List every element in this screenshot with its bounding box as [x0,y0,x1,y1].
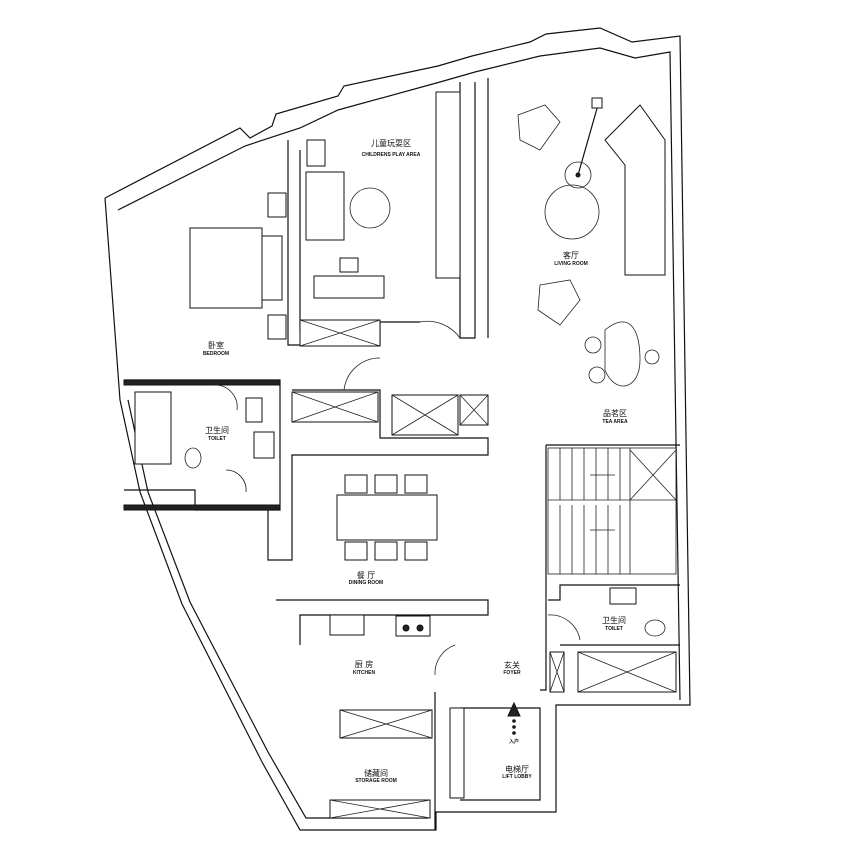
room-labels: 儿童玩耍区 CHILDRENS PLAY AREA 客厅 LIVING ROOM… [203,138,628,784]
room-label-zh: 卧室 [208,340,224,350]
tea-table [604,321,641,387]
coffee-table [544,184,600,240]
entrance-arrow: 入户 [507,701,521,745]
doors [214,320,581,676]
room-label-en: TOILET [208,436,226,442]
bed [189,227,263,309]
sink [329,614,365,636]
room-label-en: TEA AREA [602,419,628,425]
furniture [134,97,666,637]
room-label-zh: 电梯厅 [505,764,529,774]
dining-table [336,494,438,541]
room-label-zh: 餐 厅 [357,571,376,580]
room-label-zh: 厨 房 [355,659,374,669]
entrance-label: 入户 [509,738,519,745]
room-label-zh: 儿童玩耍区 [371,138,411,148]
room-label-en: LIVING ROOM [554,261,588,267]
outer-walls [104,27,691,831]
room-label-zh: 品茗区 [603,408,627,418]
bathtub [134,391,172,465]
room-label-zh: 储藏间 [364,768,388,778]
living-sofa [604,104,666,276]
room-label-en: TOILET [605,626,623,632]
room-label-zh: 玄关 [504,660,520,670]
room-label-en: KITCHEN [353,670,376,676]
sofa [305,171,345,241]
room-label-zh: 卫生间 [205,425,229,435]
cabinets [291,91,677,819]
room-label-en: BEDROOM [203,351,229,357]
piano [313,275,385,299]
room-label-zh: 卫生间 [602,615,626,625]
room-label-en: DINING ROOM [349,580,383,586]
room-label-en: CHILDRENS PLAY AREA [362,152,421,158]
room-label-en: LIFT LOBBY [502,774,532,780]
room-label-en: FOYER [503,670,521,676]
room-label-en: STORAGE ROOM [355,778,397,784]
room-label-zh: 客厅 [563,250,579,260]
stove [395,615,431,637]
staircase [547,447,677,575]
round-table [349,187,391,229]
